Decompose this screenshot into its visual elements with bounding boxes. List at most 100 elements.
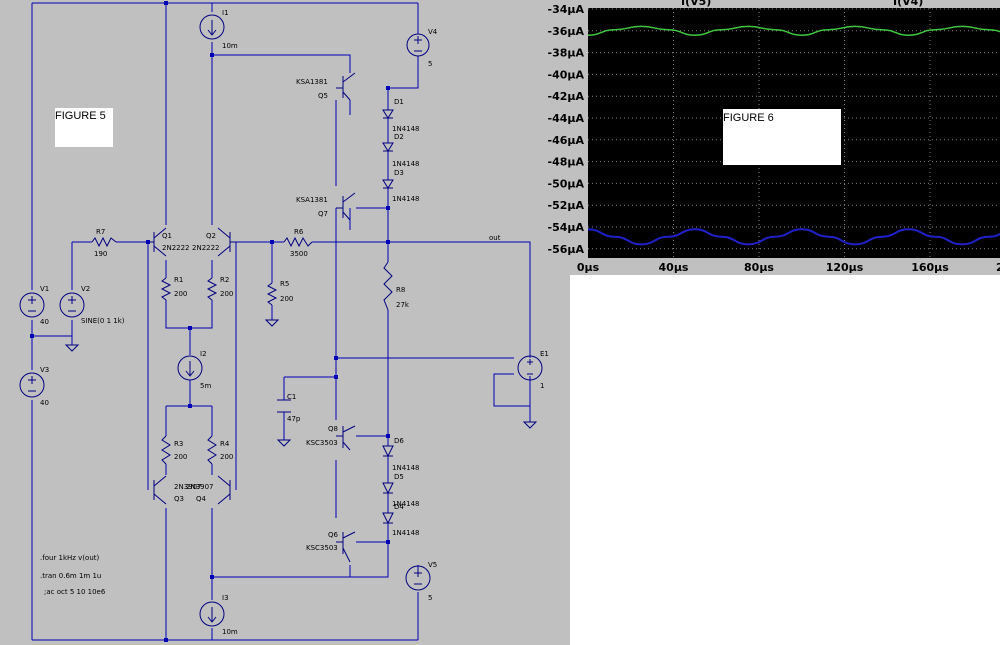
svg-text:V2: V2 [81,285,90,293]
x-tick-label: 120µs [826,261,864,274]
y-axis-ticks: -34µA-36µA-38µA-40µA-42µA-44µA-46µA-48µA… [548,3,585,256]
svg-text:Q7: Q7 [318,210,328,218]
svg-text:Q5: Q5 [318,92,328,100]
svg-text:KSC3503: KSC3503 [306,439,338,447]
svg-text:D2: D2 [394,133,404,141]
voltage-source-v3 [19,372,45,398]
svg-text:10m: 10m [222,628,238,636]
current-source-i1 [199,14,225,40]
svg-text:V1: V1 [40,285,49,293]
waveform-panel: -34µA-36µA-38µA-40µA-42µA-44µA-46µA-48µA… [541,0,1000,275]
svg-text:200: 200 [220,290,233,298]
svg-text:Q3: Q3 [174,495,184,503]
svg-text:D5: D5 [394,473,404,481]
y-tick-label: -44µA [548,112,585,125]
svg-text:KSA1381: KSA1381 [296,196,328,204]
wires [31,2,531,641]
svg-text:D3: D3 [394,169,404,177]
x-tick-label: 0µs [577,261,600,274]
svg-text:5: 5 [428,60,432,68]
x-tick-label: 2 [996,261,1000,274]
svg-text:200: 200 [280,295,293,303]
ground-symbols [64,319,538,447]
y-tick-label: -38µA [548,47,585,60]
svg-text:Q2: Q2 [206,232,216,240]
svg-text:KSC3503: KSC3503 [306,544,338,552]
voltage-source-v2 [59,292,85,318]
svg-text:200: 200 [220,453,233,461]
figure-5-label-box: FIGURE 5 [55,108,113,147]
svg-text:D1: D1 [394,98,404,106]
junction-dots [30,1,390,642]
y-tick-label: -56µA [548,243,585,256]
svg-text:1N4148: 1N4148 [392,529,420,537]
svg-text:40: 40 [40,318,49,326]
x-tick-label: 160µs [911,261,949,274]
svg-text:I3: I3 [222,594,229,602]
svg-text:1N4148: 1N4148 [392,464,420,472]
gridlines [588,8,1000,258]
svg-text:R3: R3 [174,440,183,448]
svg-text:40: 40 [40,399,49,407]
svg-text:Q4: Q4 [196,495,207,503]
svg-text:200: 200 [174,453,187,461]
waveform-plot: -34µA-36µA-38µA-40µA-42µA-44µA-46µA-48µA… [548,0,1000,274]
y-tick-label: -36µA [548,25,585,38]
svg-text:2N2222: 2N2222 [192,244,220,252]
svg-text:2N3907: 2N3907 [174,483,202,491]
svg-text:;ac oct 5 10 10e6: ;ac oct 5 10 10e6 [44,588,106,596]
figure-6-label: FIGURE 6 [723,112,774,124]
svg-text:1N4148: 1N4148 [392,195,420,203]
svg-text:R2: R2 [220,276,229,284]
svg-text:SINE(0 1 1k): SINE(0 1 1k) [81,317,125,325]
y-tick-label: -50µA [548,177,585,190]
capacitor-c1 [277,399,291,413]
spice-directives: .four 1kHz v(out) .tran 0.6m 1m 1u ;ac o… [40,554,106,596]
figure-6-label-box: FIGURE 6 [723,109,841,165]
svg-text:.tran 0.6m 1m 1u: .tran 0.6m 1m 1u [40,572,101,580]
y-tick-label: -40µA [548,68,585,81]
controlled-source-e1 [517,355,543,381]
resistors [91,236,393,465]
svg-text:5m: 5m [200,382,211,390]
svg-text:200: 200 [174,290,187,298]
svg-text:R7: R7 [96,228,105,236]
schematic-panel: I1 10m I2 5m I3 10m V1 40 V2 SINE(0 1 1k… [0,0,570,645]
voltage-source-v5 [405,565,431,591]
svg-text:R8: R8 [396,286,405,294]
svg-text:R5: R5 [280,280,289,288]
svg-text:1N4148: 1N4148 [392,125,420,133]
svg-text:3500: 3500 [290,250,308,258]
svg-text:1: 1 [540,382,544,390]
svg-text:C1: C1 [287,393,296,401]
svg-text:D4: D4 [394,503,404,511]
svg-text:out: out [489,234,501,242]
svg-text:KSA1381: KSA1381 [296,78,328,86]
trace-i-v5 [587,228,1000,246]
svg-text:2N2222: 2N2222 [162,244,190,252]
svg-text:R1: R1 [174,276,183,284]
trace-i-v4 [587,25,1000,36]
current-source-i2 [177,355,203,381]
schematic-diagram: I1 10m I2 5m I3 10m V1 40 V2 SINE(0 1 1k… [19,1,549,642]
y-tick-label: -42µA [548,90,585,103]
voltage-source-v1 [19,292,45,318]
svg-text:190: 190 [94,250,107,258]
figure-5-label: FIGURE 5 [55,110,106,122]
y-tick-label: -52µA [548,199,585,212]
svg-text:I1: I1 [222,9,229,17]
svg-text:5: 5 [428,594,432,602]
y-tick-label: -34µA [548,3,585,16]
svg-text:D6: D6 [394,437,404,445]
svg-text:R6: R6 [294,228,304,236]
svg-text:27k: 27k [396,301,410,309]
svg-text:47p: 47p [287,415,301,423]
component-labels: I1 10m I2 5m I3 10m V1 40 V2 SINE(0 1 1k… [40,9,549,636]
svg-text:R4: R4 [220,440,230,448]
y-tick-label: -48µA [548,156,585,169]
trace-label-i-v5: I(V5) [681,0,711,8]
svg-text:1N4148: 1N4148 [392,500,420,508]
svg-text:E1: E1 [540,350,549,358]
svg-text:I2: I2 [200,350,207,358]
